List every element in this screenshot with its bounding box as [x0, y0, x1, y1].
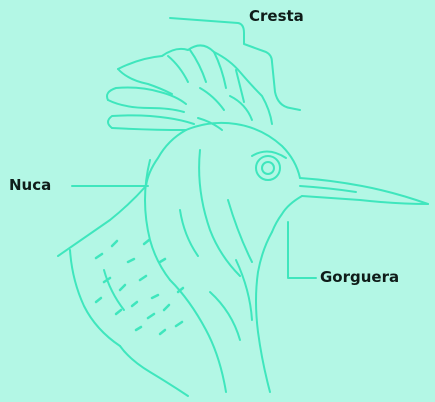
label-nuca: Nuca [9, 178, 51, 193]
cresta-bracket [170, 18, 300, 110]
gorguera-leader-line [288, 222, 316, 278]
label-cresta: Cresta [249, 9, 304, 24]
eye-icon [252, 151, 286, 180]
crest-feathers [107, 45, 272, 130]
head-outline [58, 123, 428, 392]
label-gorguera: Gorguera [320, 270, 399, 285]
